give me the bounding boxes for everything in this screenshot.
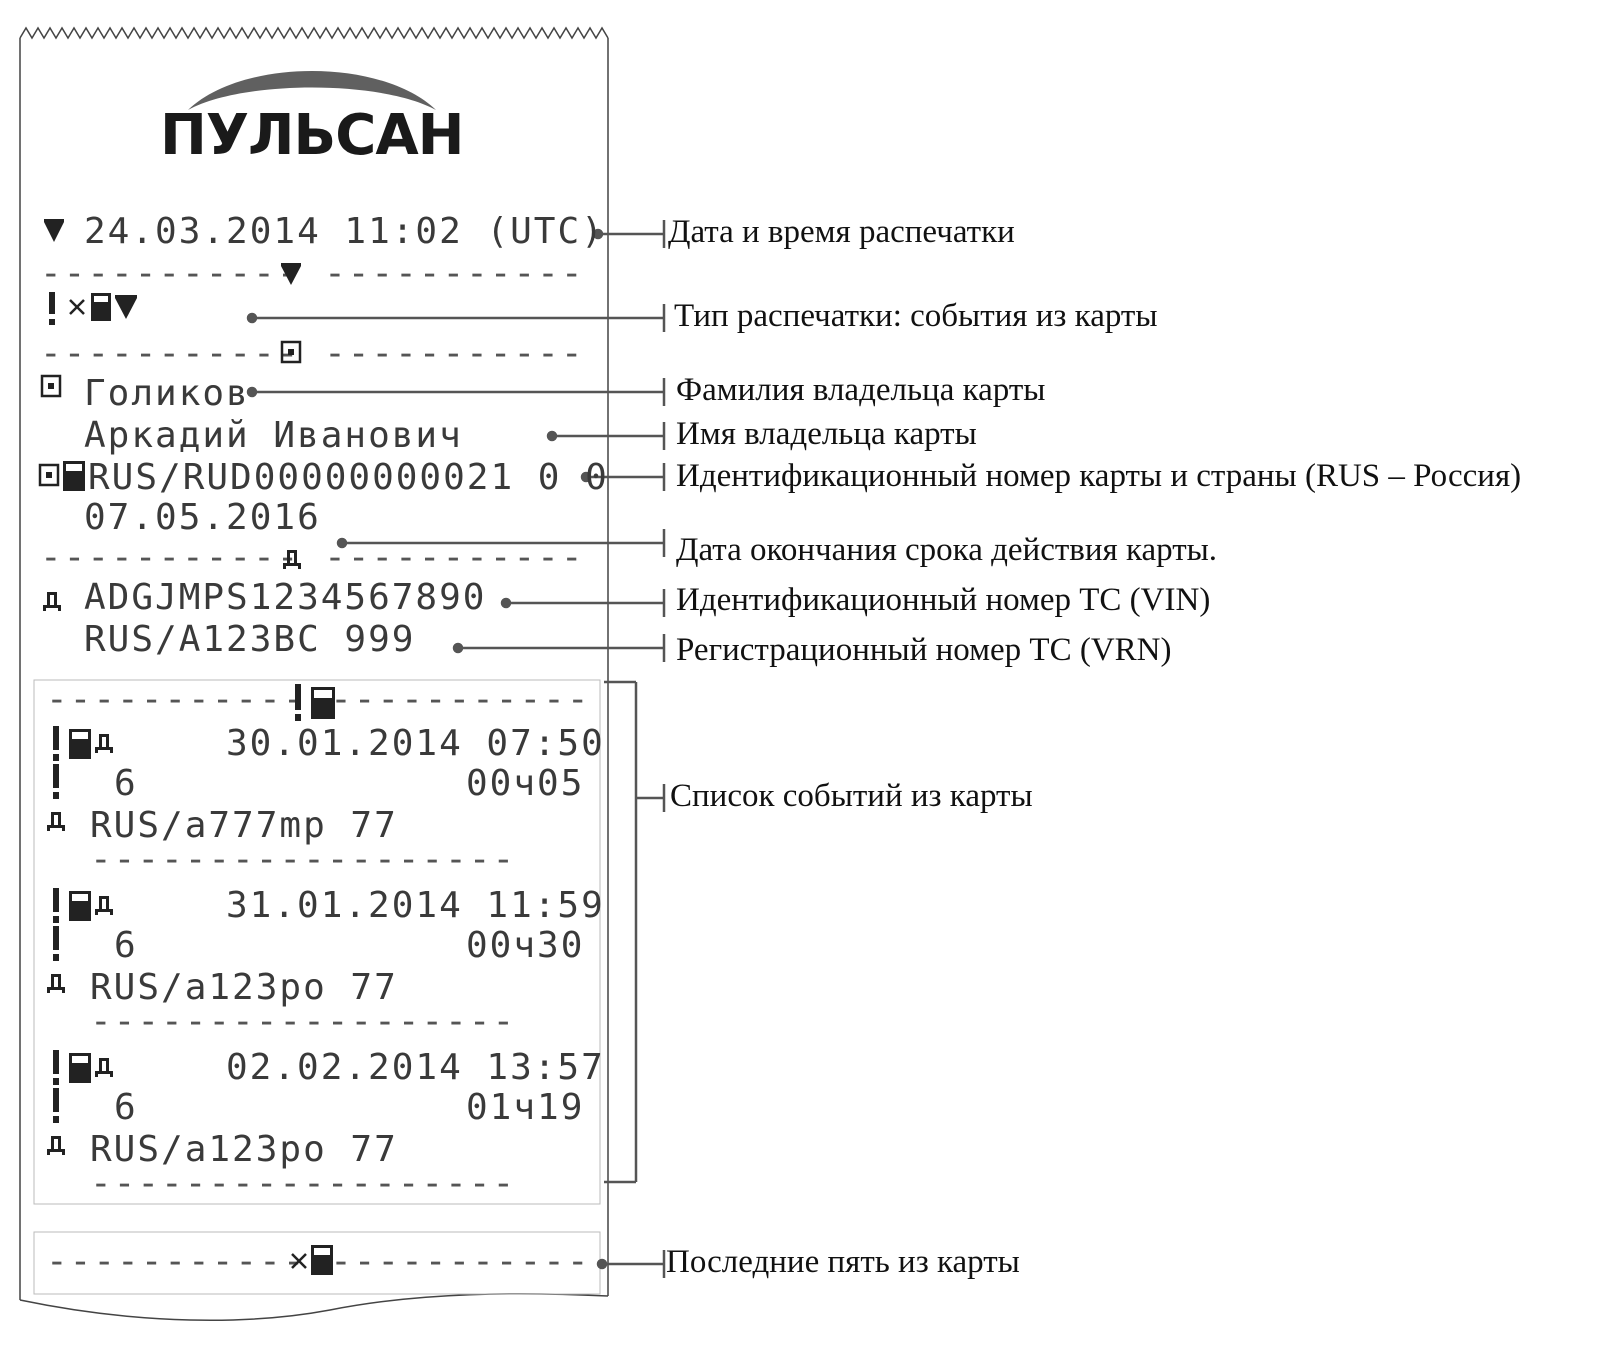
annotation-last-five: Последние пять из карты <box>666 1244 1020 1280</box>
printer-triangle-icon <box>44 219 64 242</box>
annotation-card-number: Идентификационный номер карты и страны (… <box>676 458 1522 494</box>
event-datetime: 31.01.2014 11:59 <box>226 885 605 926</box>
card-icon <box>63 461 85 491</box>
driver-card-icon <box>40 374 62 398</box>
event-code: 6 <box>114 925 138 966</box>
event-datetime: 02.02.2014 13:57 <box>226 1047 605 1088</box>
vehicle-icon <box>95 734 113 753</box>
event-vrn: RUS/a777mp 77 <box>90 805 398 846</box>
driver-card-icon <box>38 463 60 487</box>
annotation-vrn: Регистрационный номер ТС (VRN) <box>676 632 1172 668</box>
exclamation-icon <box>53 1050 59 1085</box>
printer-triangle-icon <box>281 263 301 285</box>
annotation-vin: Идентификационный номер ТС (VIN) <box>676 582 1211 618</box>
annotation-events-list: Список событий из карты <box>670 778 1033 814</box>
print-datetime: 24.03.2014 11:02 (UTC) <box>84 211 605 252</box>
card-surname: Голиков <box>84 373 250 414</box>
event-vrn: RUS/a123po 77 <box>90 967 398 1008</box>
card-icon <box>69 1053 91 1083</box>
event-divider: ------------------ <box>90 1163 517 1204</box>
exclamation-icon <box>53 726 59 761</box>
driver-card-icon <box>280 340 302 364</box>
separator-vehicle: ----------- ----------- <box>40 537 585 578</box>
card-number: RUS/RUD00000000021 0 0 <box>88 457 609 498</box>
separator-driver: ----------- ----------- <box>40 333 585 374</box>
event-duration: 01ч19 <box>466 1087 585 1128</box>
event-divider: ------------------ <box>90 839 517 880</box>
vehicle-vrn: RUS/A123BC 999 <box>84 619 416 660</box>
exclamation-icon <box>53 1088 59 1123</box>
card-icon <box>311 687 335 719</box>
card-expiry: 07.05.2016 <box>84 497 321 538</box>
annotation-first-name: Имя владельца карты <box>676 416 977 452</box>
cross-icon <box>291 1253 307 1269</box>
vehicle-icon <box>47 974 65 993</box>
exclamation-icon <box>53 888 59 923</box>
card-icon <box>69 729 91 759</box>
exclamation-icon <box>295 684 301 721</box>
logo-text: ПУЛЬСАН <box>160 103 465 168</box>
event-vrn: RUS/a123po 77 <box>90 1129 398 1170</box>
annotation-expiry: Дата окончания срока действия карты. <box>676 532 1218 568</box>
vehicle-icon <box>283 550 301 569</box>
annotation-datetime: Дата и время распечатки <box>668 214 1015 250</box>
exclamation-icon <box>53 764 59 799</box>
annotation-print-type: Тип распечатки: события из карты <box>674 298 1158 334</box>
vehicle-icon <box>47 1136 65 1155</box>
event-code: 6 <box>114 1087 138 1128</box>
printer-triangle-icon <box>115 295 137 319</box>
event-datetime: 30.01.2014 07:50 <box>226 723 605 764</box>
vehicle-icon <box>95 896 113 915</box>
card-icon <box>311 1245 333 1275</box>
card-icon <box>69 891 91 921</box>
separator-last-five: ----------- ----------- <box>46 1241 591 1282</box>
vehicle-vin: ADGJMPS1234567890 <box>84 577 487 618</box>
event-code: 6 <box>114 763 138 804</box>
separator-printer: ----------- ----------- <box>40 253 585 294</box>
cross-icon <box>69 299 85 315</box>
event-divider: ------------------ <box>90 1001 517 1042</box>
card-first-names: Аркадий Иванович <box>84 415 463 456</box>
exclamation-icon <box>49 292 55 325</box>
annotation-surname: Фамилия владельца карты <box>676 372 1046 408</box>
event-duration: 00ч05 <box>466 763 585 804</box>
separator-events: ----------- ----------- <box>46 679 591 720</box>
receipt-torn-edge <box>19 26 609 40</box>
exclamation-icon <box>53 926 59 961</box>
vehicle-icon <box>95 1058 113 1077</box>
vehicle-icon <box>47 812 65 831</box>
logo-arc <box>188 71 436 110</box>
card-icon <box>91 293 111 321</box>
event-duration: 00ч30 <box>466 925 585 966</box>
vehicle-icon <box>43 592 61 611</box>
